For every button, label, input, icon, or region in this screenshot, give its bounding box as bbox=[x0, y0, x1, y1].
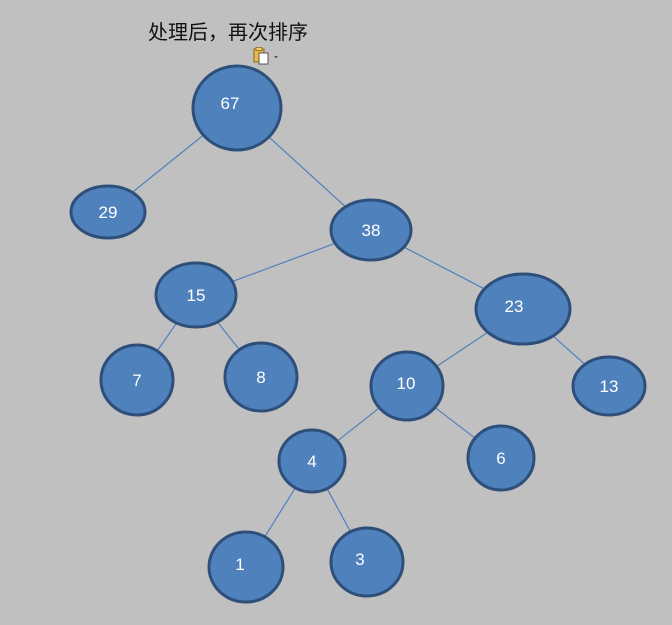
node-label: 6 bbox=[496, 449, 505, 468]
node-ellipse bbox=[207, 530, 285, 604]
tree-node-4: 4 bbox=[277, 428, 347, 494]
tree-node-13: 13 bbox=[571, 355, 647, 417]
node-ellipse bbox=[223, 341, 299, 413]
node-ellipse bbox=[571, 355, 647, 417]
edge-n15-n7 bbox=[156, 322, 178, 352]
edge-n4-n3 bbox=[326, 488, 352, 533]
edge-n23-n10 bbox=[436, 331, 489, 367]
edge-n23-n13 bbox=[552, 335, 586, 365]
edge-n10-n6 bbox=[434, 406, 476, 439]
tree-node-8: 8 bbox=[223, 341, 299, 413]
node-label: 4 bbox=[307, 452, 316, 471]
edge-n38-n23 bbox=[403, 246, 485, 290]
node-label: 67 bbox=[221, 94, 240, 113]
diagram-title: 处理后，再次排序 bbox=[148, 20, 308, 44]
node-ellipse bbox=[466, 424, 536, 492]
tree-node-15: 15 bbox=[154, 261, 238, 329]
paste-options-icon[interactable] bbox=[253, 47, 281, 65]
node-label: 13 bbox=[600, 377, 619, 396]
tree-node-6: 6 bbox=[466, 424, 536, 492]
node-label: 10 bbox=[397, 374, 416, 393]
edge-n10-n4 bbox=[336, 407, 380, 442]
tree-node-67: 67 bbox=[191, 64, 283, 152]
node-label: 29 bbox=[99, 203, 118, 222]
node-label: 1 bbox=[235, 555, 244, 574]
tree-node-7: 7 bbox=[99, 343, 175, 417]
node-label: 23 bbox=[505, 297, 524, 316]
tree-node-38: 38 bbox=[329, 198, 413, 262]
tree-node-29: 29 bbox=[69, 184, 147, 240]
node-ellipse bbox=[369, 350, 445, 422]
node-ellipse bbox=[191, 64, 283, 152]
tree-node-3: 3 bbox=[329, 526, 405, 598]
node-ellipse bbox=[277, 428, 347, 494]
node-label: 7 bbox=[132, 371, 141, 390]
tree-node-1: 1 bbox=[207, 530, 285, 604]
node-ellipse bbox=[99, 343, 175, 417]
node-label: 15 bbox=[187, 286, 206, 305]
node-ellipse bbox=[154, 261, 238, 329]
edge-n4-n1 bbox=[264, 487, 296, 538]
edge-n15-n8 bbox=[216, 321, 240, 351]
node-ellipse bbox=[329, 198, 413, 262]
tree-node-23: 23 bbox=[474, 272, 572, 346]
node-label: 3 bbox=[355, 550, 364, 569]
node-label: 38 bbox=[362, 221, 381, 240]
edge-n67-n38 bbox=[268, 136, 346, 208]
tree-node-10: 10 bbox=[369, 350, 445, 422]
node-ellipse bbox=[474, 272, 572, 346]
node-ellipse bbox=[329, 526, 405, 598]
edge-n38-n15 bbox=[232, 242, 336, 283]
node-label: 8 bbox=[256, 368, 265, 387]
node-ellipse bbox=[69, 184, 147, 240]
edges-layer bbox=[131, 134, 586, 538]
edge-n67-n29 bbox=[131, 134, 204, 193]
